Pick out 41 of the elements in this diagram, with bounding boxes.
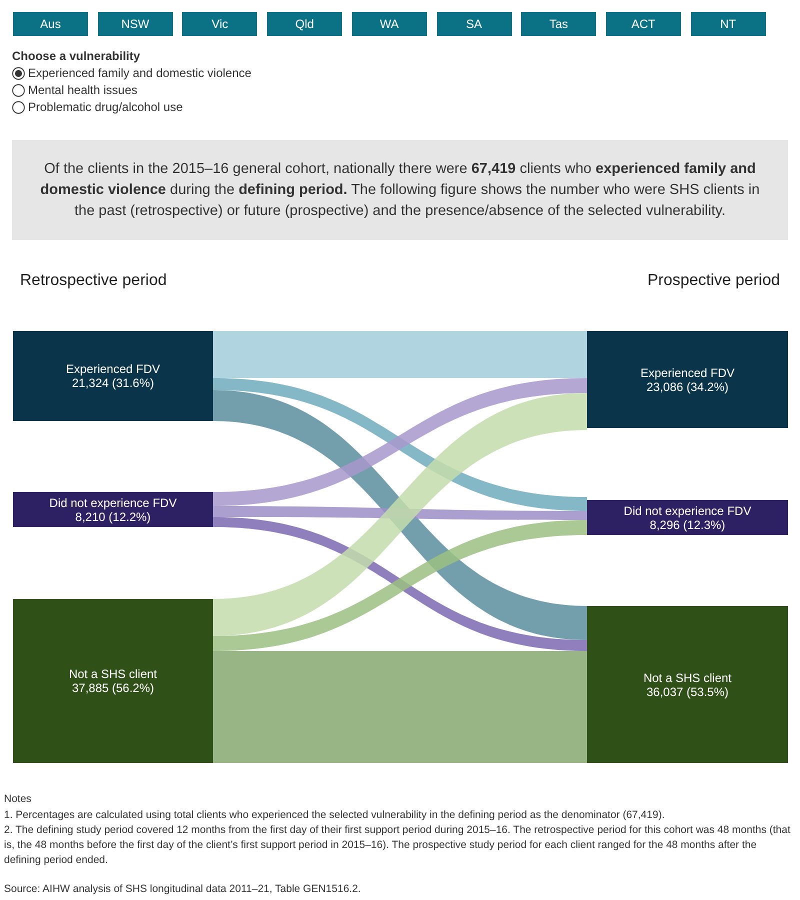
notes-heading: Notes [4, 792, 32, 807]
category-name: Did not experience FDV [49, 496, 177, 510]
category-name: Experienced FDV [640, 366, 735, 380]
category-box [13, 492, 213, 527]
flow-band [213, 331, 587, 378]
footnote: 1. Percentages are calculated using total clients who experienced the selected vulnerability in the defining period as the denominator (67,419). [4, 808, 666, 823]
tab-button: SA [436, 12, 512, 36]
count-value: 36,037 (53.5%) [646, 684, 729, 698]
tab-button: WA [352, 12, 427, 36]
category-box [587, 500, 788, 535]
category-box [587, 606, 788, 763]
category-box [13, 599, 213, 763]
count-value: 21,324 (31.6%) [72, 376, 154, 390]
flow-band [213, 651, 587, 763]
tab-button: Qld [267, 12, 342, 36]
category-name: Not a SHS client [68, 667, 158, 681]
tab-button: NSW [98, 12, 173, 36]
section-heading: Choose a vulnerability [12, 49, 140, 63]
count-value: 23,086 (34.2%) [646, 380, 729, 394]
count-value: 37,885 (56.2%) [72, 681, 154, 695]
category-name: Did not experience FDV [624, 504, 752, 518]
tab-button: Vic [182, 12, 258, 36]
radio-option-label: Experienced family and domestic violence [28, 66, 252, 80]
category-name: Experienced FDV [66, 362, 160, 376]
flow-band [213, 506, 587, 520]
footnote: 2. The defining study period covered 12 months from the first day of their first support period during 2015–16. The retrospective period for this cohort was 48 months (that is, the 48 months before the first day of the client’s first support period in 2015–16). The prospective study period for each client ranged for the 48 months after the defining period ended. [4, 823, 792, 868]
category-name: Not a SHS client [643, 670, 732, 684]
tab-button: Tas [521, 12, 596, 36]
tab-button: Aus [13, 12, 88, 36]
count-value: 8,210 (12.2%) [75, 510, 151, 524]
count-value: 8,296 (12.3%) [650, 518, 726, 532]
category-box [13, 331, 213, 421]
source-note: Source: AIHW analysis of SHS longitudinal data 2011–21, Table GEN1516.2. [4, 882, 362, 897]
radio-option-label: Mental health issues [28, 83, 138, 97]
tab-button: ACT [606, 12, 681, 36]
period-heading: Retrospective period [20, 272, 167, 290]
period-heading: Prospective period [646, 272, 780, 290]
radio-option-label: Problematic drug/alcohol use [28, 100, 183, 114]
tab-button: NT [690, 12, 766, 36]
category-box [587, 331, 788, 428]
info-paragraph: Of the clients in the 2015–16 general cohort, nationally there were 67,419 clients who experienced family and domestic violence during the defining period. The following figure shows the number who were SHS clients in the past (retrospective) or future (prospective) and the presence/absence of the selected vulnerability. [39, 160, 761, 220]
